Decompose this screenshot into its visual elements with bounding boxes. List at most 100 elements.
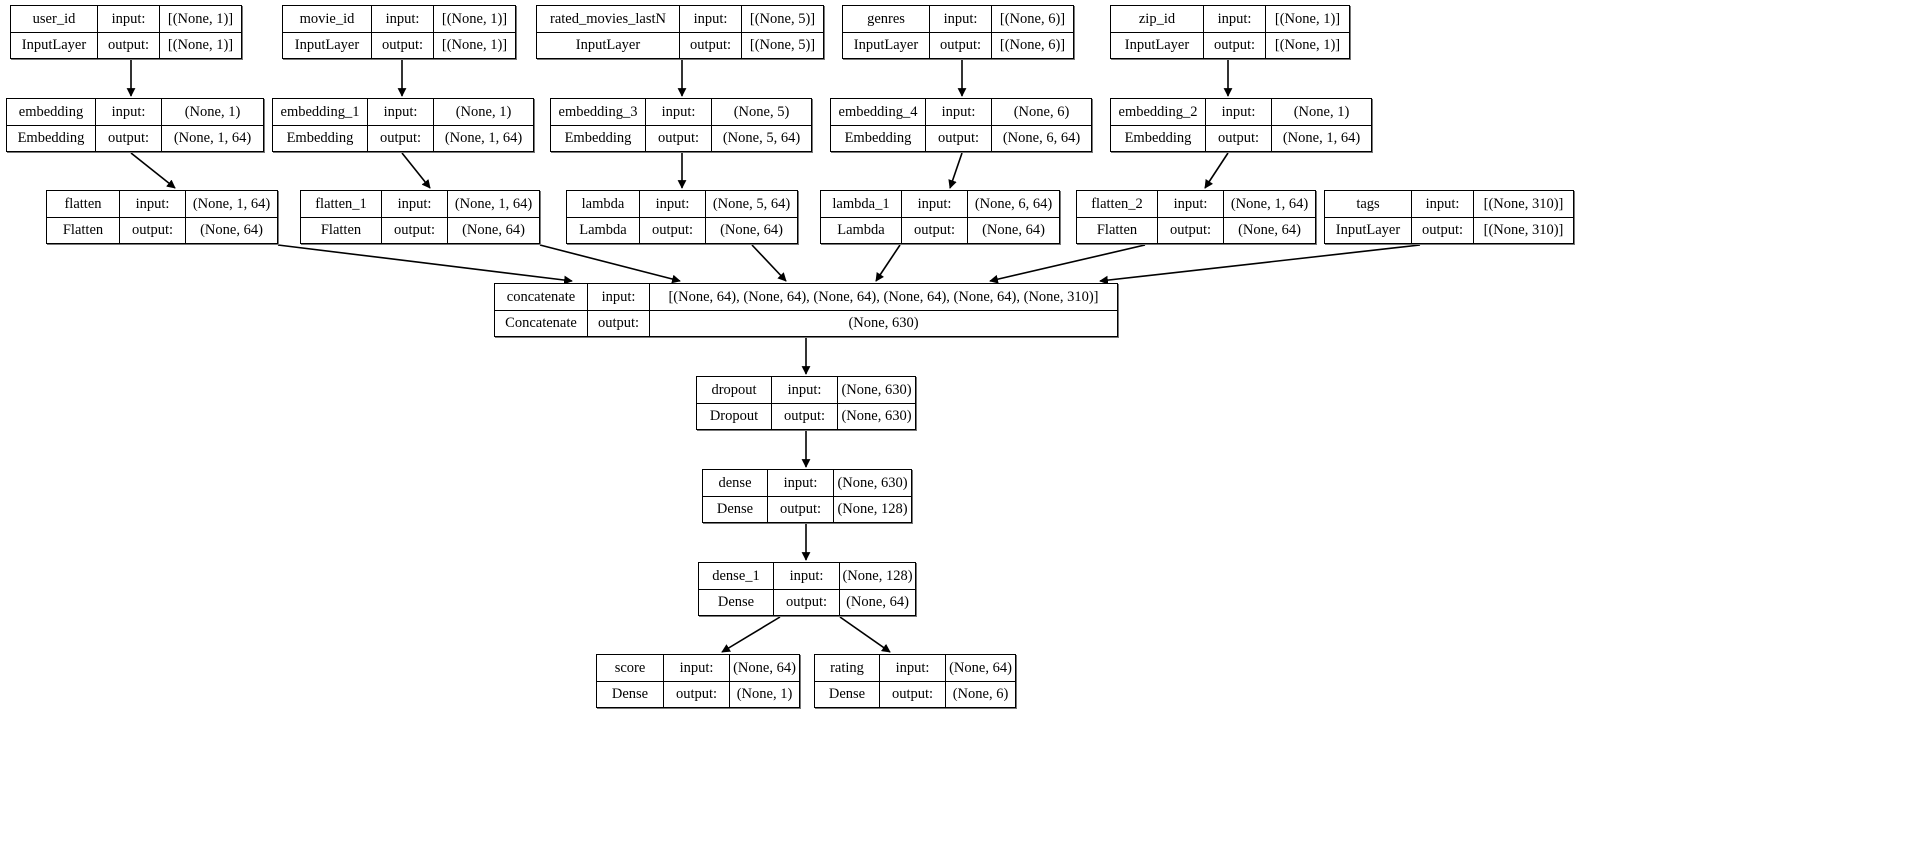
layer-type: Dense [611, 686, 649, 702]
edge-flatten_2-to-concatenate [989, 244, 1146, 284]
layer-name: embedding_2 [1118, 103, 1198, 120]
output-shape: [(None, 1)] [433, 32, 515, 58]
layer-name: embedding_3 [558, 103, 638, 120]
layer-name: dense [718, 474, 752, 491]
layer-name: concatenate [506, 288, 576, 305]
input-shape: (None, 6) [991, 99, 1091, 125]
output-label: output: [925, 125, 991, 151]
output-shape: (None, 1) [729, 681, 799, 707]
output-label: output: [381, 217, 447, 243]
output-shape: (None, 5, 64) [711, 125, 811, 151]
input-label: input: [1205, 99, 1271, 125]
input-label: input: [901, 191, 967, 217]
layer-name: tags [1356, 195, 1380, 212]
input-label: input: [663, 655, 729, 681]
input-label: input: [367, 99, 433, 125]
layer-type: Flatten [1096, 222, 1138, 238]
input-shape: (None, 1, 64) [1223, 191, 1315, 217]
input-label: input: [381, 191, 447, 217]
layer-type: Embedding [286, 130, 354, 146]
output-label: output: [679, 32, 741, 58]
input-shape: (None, 5) [711, 99, 811, 125]
input-shape: (None, 630) [833, 470, 911, 496]
input-label: input: [879, 655, 945, 681]
layer-name: flatten [64, 195, 102, 212]
layer-type: InputLayer [853, 37, 919, 53]
edge-embedding_4-to-lambda_1 [948, 152, 963, 189]
input-shape: (None, 1, 64) [185, 191, 277, 217]
output-label: output: [367, 125, 433, 151]
output-label: output: [1411, 217, 1473, 243]
output-label: output: [1203, 32, 1265, 58]
input-label: input: [1157, 191, 1223, 217]
layer-name: genres [867, 10, 905, 27]
output-shape: (None, 64) [967, 217, 1059, 243]
layer-name: rating [830, 659, 864, 676]
input-shape: [(None, 1)] [433, 6, 515, 32]
output-label: output: [901, 217, 967, 243]
layer-name: dropout [711, 381, 757, 398]
input-shape: (None, 128) [839, 563, 915, 589]
layer-type: Embedding [1124, 130, 1192, 146]
edge-lambda-to-concatenate [751, 244, 787, 282]
output-label: output: [663, 681, 729, 707]
layer-type: Embedding [564, 130, 632, 146]
output-shape: [(None, 310)] [1473, 217, 1573, 243]
layer-type: Flatten [320, 222, 362, 238]
edge-embedding-to-flatten [130, 152, 176, 189]
input-label: input: [679, 6, 741, 32]
output-shape: (None, 1, 64) [1271, 125, 1371, 151]
input-label: input: [773, 563, 839, 589]
output-label: output: [95, 125, 161, 151]
output-shape: [(None, 1)] [159, 32, 241, 58]
layer-name: embedding_1 [280, 103, 360, 120]
input-shape: [(None, 64), (None, 64), (None, 64), (No… [649, 284, 1117, 310]
layer-type: Dense [716, 501, 754, 517]
input-shape: (None, 64) [945, 655, 1015, 681]
output-shape: (None, 1, 64) [161, 125, 263, 151]
